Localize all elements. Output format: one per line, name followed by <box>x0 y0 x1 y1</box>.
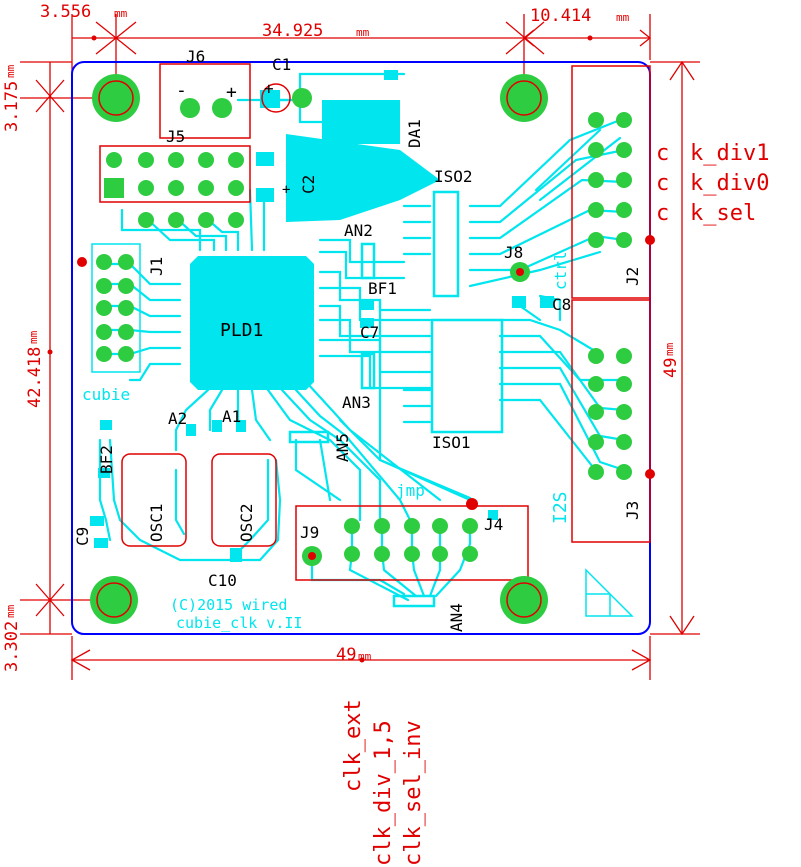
dim-10414: 10.414 <box>530 6 591 26</box>
dim-unit-6: mm <box>27 330 40 344</box>
jmp-outline <box>295 505 529 581</box>
signal-k-div1: k_div1 <box>690 141 769 166</box>
label-a2: A2 <box>168 409 187 428</box>
label-c7: C7 <box>360 323 379 342</box>
label-j6-plus: + <box>226 82 237 103</box>
label-c2-plus: + <box>282 182 290 198</box>
an3-outline <box>360 352 376 390</box>
iso2-outline <box>432 190 460 298</box>
signal-clk-div: clk_div_1,5 <box>371 720 396 866</box>
label-j5: J5 <box>166 127 185 146</box>
label-an3: AN3 <box>342 393 371 412</box>
label-c10: C10 <box>208 571 237 590</box>
signal-marker-1: c <box>656 141 669 166</box>
label-an2: AN2 <box>344 221 373 240</box>
dim-49-bottom: 49 <box>336 645 356 665</box>
label-an5: AN5 <box>333 433 352 462</box>
label-c1: C1 <box>272 55 291 74</box>
pads <box>77 83 655 566</box>
dim-unit-3: mm <box>616 11 630 24</box>
dim-3302: 3.302 <box>2 621 22 672</box>
signal-clk-sel-inv: clk_sel_inv <box>401 720 426 866</box>
silkscreen <box>91 63 651 617</box>
label-j4: J4 <box>484 515 503 534</box>
signal-k-sel: k_sel <box>690 201 756 226</box>
dim-unit-5: mm <box>4 64 17 78</box>
label-c9: C9 <box>73 527 92 546</box>
an5-outline <box>288 430 330 444</box>
logo-triangle <box>585 568 634 617</box>
dimension-labels: 3.556 mm 34.925 mm 10.414 mm 49 mm 3.175… <box>2 2 681 672</box>
label-pld1: PLD1 <box>220 320 263 341</box>
copper-pours <box>190 90 440 390</box>
label-cubie: cubie <box>82 385 130 404</box>
an2-outline <box>360 242 376 280</box>
dim-unit-4: mm <box>358 650 372 663</box>
c1-body <box>260 90 280 108</box>
label-bf2: BF2 <box>97 445 116 474</box>
dim-unit-2: mm <box>356 26 370 39</box>
dimension-lines <box>20 14 700 680</box>
j5-outline <box>99 145 251 203</box>
signal-clk-ext: clk_ext <box>341 699 366 792</box>
iso1-outline <box>430 318 504 434</box>
dim-42418: 42.418 <box>25 347 45 408</box>
dim-3556: 3.556 <box>40 2 91 22</box>
label-an4: AN4 <box>447 603 466 632</box>
da1-pad <box>322 100 400 144</box>
i2s-outline <box>571 299 651 543</box>
ctrl-outline <box>571 65 651 299</box>
label-j9: J9 <box>300 523 319 542</box>
c2-pour <box>286 134 440 222</box>
label-iso1: ISO1 <box>432 433 471 452</box>
label-a1: A1 <box>222 407 241 426</box>
label-ctrl: ctrl <box>551 251 570 290</box>
osc1-outline <box>121 453 187 547</box>
dim-49-right: 49 <box>661 358 681 378</box>
j6-outline <box>159 63 251 139</box>
dim-34925: 34.925 <box>262 21 323 41</box>
signal-marker-3: c <box>656 201 669 226</box>
osc2-outline <box>211 453 277 547</box>
copper-traces <box>98 72 626 602</box>
label-osc2: OSC2 <box>237 503 256 542</box>
copyright-text: (C)2015 wired <box>170 596 287 614</box>
label-iso2: ISO2 <box>434 167 473 186</box>
label-c8: C8 <box>552 295 571 314</box>
an4-outline <box>392 594 436 608</box>
label-c2: C2 <box>299 175 318 194</box>
label-j2: J2 <box>623 267 642 286</box>
component-labels: J6 C1 - + + J5 + DA1 C2 ISO2 AN2 J8 BF1 … <box>73 47 642 632</box>
dim-unit-1: mm <box>114 7 128 20</box>
signal-labels-bottom: clk_ext clk_div_1,5 clk_sel_inv <box>341 699 426 866</box>
signal-k-div0: k_div0 <box>690 171 769 196</box>
label-c1-plus: + <box>264 79 274 98</box>
smd-pads <box>90 70 554 562</box>
board-name-text: cubie_clk v.II <box>176 614 302 632</box>
label-j8: J8 <box>504 243 523 262</box>
dim-unit-8: mm <box>663 342 676 356</box>
label-bf1: BF1 <box>368 279 397 298</box>
signal-labels-right: c c c k_div1 k_div0 k_sel <box>656 141 769 226</box>
signal-marker-2: c <box>656 171 669 196</box>
label-jmp: jmp <box>396 481 425 500</box>
label-i2s: I2S <box>550 491 571 524</box>
label-j3: J3 <box>623 501 642 520</box>
pld1-body <box>190 256 314 390</box>
dim-3175: 3.175 <box>2 81 22 132</box>
label-da1: DA1 <box>405 119 424 148</box>
dim-unit-7: mm <box>4 604 17 618</box>
j1-outline <box>91 243 141 373</box>
label-j6: J6 <box>186 47 205 66</box>
label-osc1: OSC1 <box>147 503 166 542</box>
mounting-holes <box>90 74 548 624</box>
label-j1: J1 <box>147 257 166 276</box>
label-j6-minus: - <box>176 80 187 101</box>
